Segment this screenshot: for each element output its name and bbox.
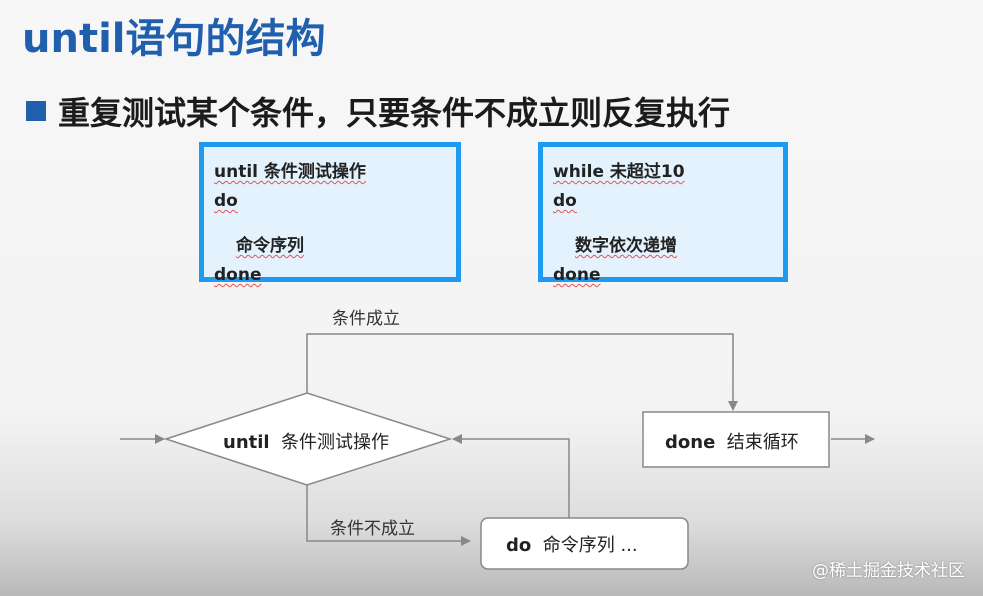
do-keyword: do	[506, 535, 532, 556]
while-line-3: 数字依次递增	[575, 236, 677, 256]
while-line-1: while 未超过10	[553, 162, 685, 182]
condition-false-label: 条件不成立	[330, 519, 415, 539]
done-label: done 结束循环	[665, 428, 799, 454]
page-title: until语句的结构	[22, 16, 326, 62]
decision-diamond	[163, 392, 453, 486]
while-code-box: while 未超过10 do 数字依次递增 done	[538, 142, 788, 285]
until-line-4: done	[214, 265, 262, 285]
subtitle: 重复测试某个条件，只要条件不成立则反复执行	[26, 88, 730, 134]
until-code-box: until 条件测试操作 do 命令序列 done	[199, 142, 461, 285]
true-path-line	[306, 333, 738, 411]
false-path-line	[306, 485, 471, 546]
condition-true-label: 条件成立	[332, 309, 400, 329]
decision-keyword: until	[223, 432, 270, 453]
loop-back-line	[452, 434, 570, 518]
subtitle-text: 重复测试某个条件，只要条件不成立则反复执行	[58, 94, 731, 132]
done-keyword: done	[665, 432, 716, 453]
square-bullet-icon	[26, 101, 46, 121]
do-label: do 命令序列 ...	[506, 531, 638, 557]
do-box	[480, 517, 689, 570]
until-line-2: do	[214, 191, 238, 211]
until-line-1: until 条件测试操作	[214, 162, 366, 182]
do-text: 命令序列 ...	[542, 535, 638, 556]
decision-text: 条件测试操作	[281, 432, 390, 453]
done-box	[642, 411, 830, 468]
done-text: 结束循环	[726, 432, 799, 453]
until-line-3: 命令序列	[236, 236, 304, 256]
watermark: @稀土掘金技术社区	[812, 561, 965, 581]
while-line-4: done	[553, 265, 601, 285]
while-line-2: do	[553, 191, 577, 211]
decision-label: until 条件测试操作	[223, 428, 389, 454]
